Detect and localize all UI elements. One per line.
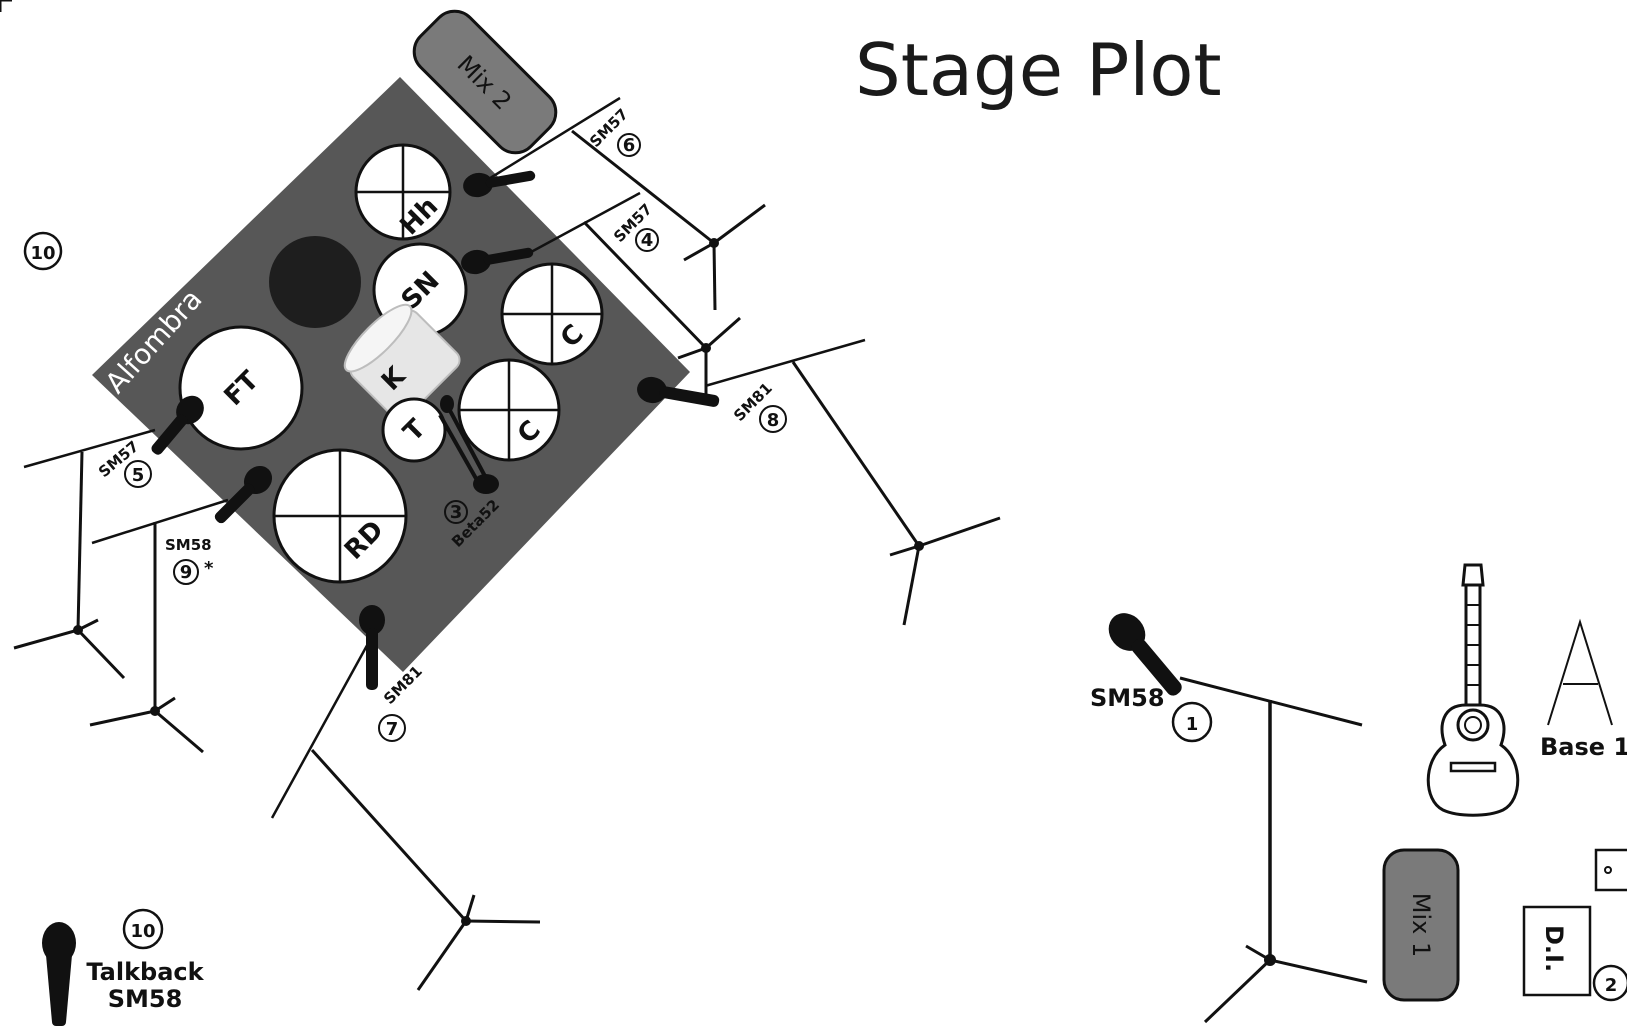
svg-text:6: 6 bbox=[623, 135, 636, 156]
monitor-mix-1: Mix 1 bbox=[1382, 848, 1460, 1002]
bass-label: Base 1 bbox=[1540, 733, 1627, 761]
mic-stand-ch4 bbox=[461, 191, 741, 405]
talkback-mic-model: SM58 bbox=[108, 985, 183, 1013]
corner-mark bbox=[0, 0, 12, 12]
microphone-icon bbox=[637, 376, 667, 404]
di-label: D.I. bbox=[1540, 925, 1568, 972]
svg-text:7: 7 bbox=[386, 719, 399, 740]
kick-mic-beta52 bbox=[438, 395, 499, 494]
microphone-icon bbox=[473, 474, 499, 494]
bass-amp-icon bbox=[1547, 618, 1613, 726]
monitor-mix-2: Mix 2 bbox=[412, 9, 558, 155]
drum-hihat: Hh bbox=[354, 143, 452, 241]
drum-crash-1: C bbox=[500, 262, 604, 366]
channel-9-label: SM58 9 * bbox=[165, 536, 214, 585]
di-box-icon: D.I. bbox=[1522, 905, 1592, 997]
mic-stand-ch6 bbox=[463, 96, 766, 311]
page-title: Stage Plot bbox=[855, 28, 1222, 112]
svg-text:5: 5 bbox=[132, 465, 145, 486]
channel-2-label: 2 bbox=[1592, 964, 1627, 1002]
svg-text:8: 8 bbox=[767, 410, 780, 431]
mic-stand-ch8 bbox=[637, 338, 1001, 626]
svg-text:9: 9 bbox=[180, 562, 193, 583]
drum-pad bbox=[269, 236, 361, 328]
svg-text:SM58: SM58 bbox=[165, 536, 212, 554]
drum-floor-tom: FT bbox=[178, 325, 304, 451]
mic-stand-ch7 bbox=[270, 605, 541, 991]
svg-text:10: 10 bbox=[130, 921, 155, 942]
microphone-icon bbox=[359, 605, 385, 635]
talkback-text: Talkback bbox=[86, 958, 204, 986]
mic-stand-ch9 bbox=[89, 465, 273, 754]
channel-10-marker: 10 bbox=[23, 231, 63, 271]
microphone-icon bbox=[461, 249, 491, 275]
channel-7-label: SM81 7 bbox=[378, 662, 426, 742]
di-box-2-icon bbox=[1594, 848, 1627, 892]
svg-text:4: 4 bbox=[641, 230, 654, 251]
svg-text:10: 10 bbox=[30, 243, 55, 264]
guitar-icon bbox=[1426, 563, 1520, 817]
drum-crash-2: C bbox=[457, 358, 561, 462]
channel-8-label: SM81 8 bbox=[730, 379, 787, 433]
svg-text:3: 3 bbox=[450, 502, 463, 523]
drum-tom: T bbox=[381, 397, 447, 463]
ch9-mark: * bbox=[204, 558, 214, 579]
microphone-icon bbox=[463, 172, 493, 198]
svg-text:1: 1 bbox=[1186, 714, 1199, 735]
svg-text:SM58: SM58 bbox=[1090, 684, 1165, 712]
mix-1-label: Mix 1 bbox=[1407, 893, 1435, 957]
talkback-mic bbox=[42, 922, 76, 1026]
drum-kick: K bbox=[343, 303, 461, 421]
svg-text:2: 2 bbox=[1605, 975, 1618, 996]
drum-ride: RD bbox=[272, 448, 408, 584]
channel-1-label: SM58 1 bbox=[1090, 684, 1213, 743]
microphone-icon bbox=[42, 922, 76, 964]
channel-4-label: SM57 4 bbox=[610, 200, 659, 252]
talkback-label: 10 Talkback SM58 bbox=[86, 908, 205, 1013]
mic-stand-ch5 bbox=[13, 395, 204, 680]
mic-stand-ch1 bbox=[1108, 613, 1368, 1024]
